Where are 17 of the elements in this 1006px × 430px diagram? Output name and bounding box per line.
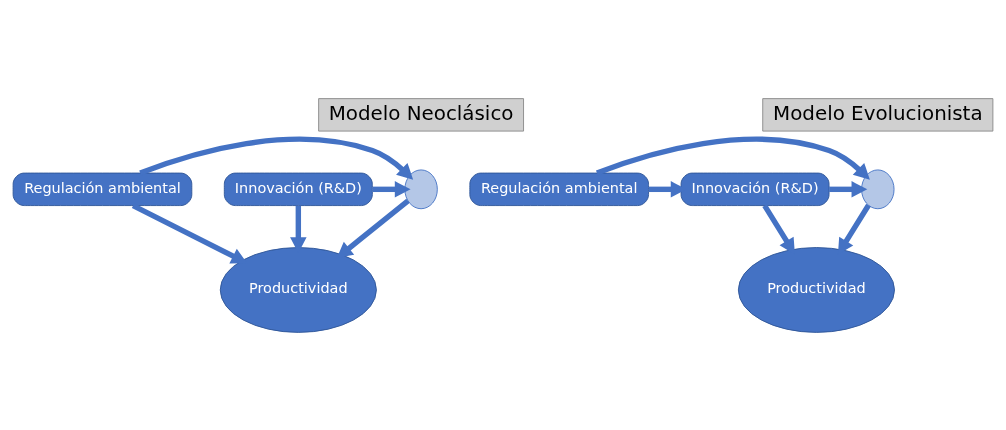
arrow: [336, 198, 410, 258]
node-box: Modelo Neoclásico: [318, 97, 524, 132]
arrow: [372, 180, 411, 198]
arrow: [131, 202, 248, 264]
node-circle: [404, 168, 438, 209]
node-ellipse: Productividad: [737, 246, 895, 333]
node-circle: [861, 168, 895, 209]
node-box: Modelo Evolucionista: [762, 97, 994, 132]
arrow: [762, 203, 795, 254]
arrow: [837, 203, 871, 254]
node-box: Regulación ambiental: [12, 172, 193, 206]
node-box: Regulación ambiental: [469, 172, 649, 206]
arrow: [139, 136, 414, 180]
arrow: [829, 180, 868, 198]
node-box: Innovación (R&D): [680, 172, 830, 206]
arrow: [596, 136, 870, 180]
node-box: Innovación (R&D): [223, 172, 373, 206]
